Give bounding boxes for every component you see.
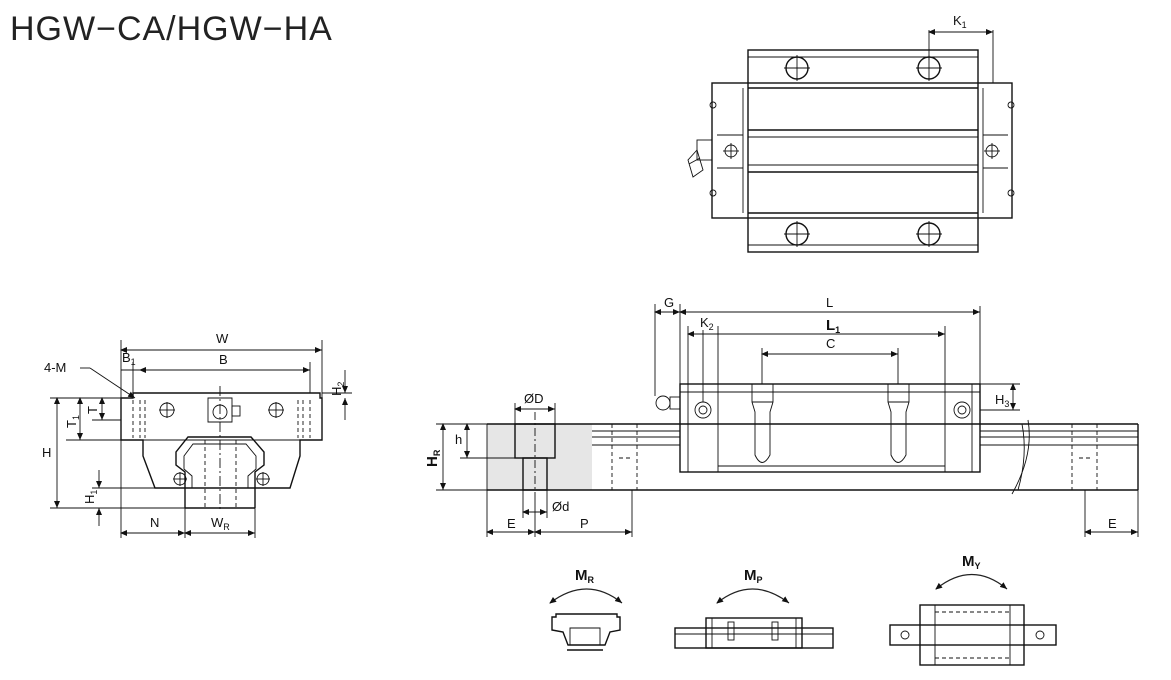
top-view: K1 (687, 13, 1015, 253)
label-h3: H3 (995, 392, 1009, 409)
label-h2: H2 (329, 382, 346, 396)
label-l: L (826, 295, 833, 310)
label-4m: 4-M (44, 360, 66, 375)
mounting-hole (916, 221, 942, 247)
label-phi-d-small: Ød (552, 499, 569, 514)
moment-mr-diagram: MR (549, 567, 623, 651)
label-hr: HR (424, 449, 442, 467)
label-w: W (216, 331, 229, 346)
moment-my-diagram: MY (889, 553, 1057, 666)
label-mp: MP (744, 567, 763, 585)
label-t1: T1 (64, 415, 81, 428)
label-k2: K2 (700, 315, 714, 332)
label-t: T (85, 406, 100, 414)
label-e: E (507, 516, 516, 531)
page-title: HGW−CA/HGW−HA (10, 10, 333, 48)
label-e-right: E (1108, 516, 1117, 531)
label-h-small: h (455, 432, 462, 447)
label-l1: L1 (826, 317, 840, 335)
label-k1: K1 (953, 13, 967, 30)
label-c: C (826, 336, 835, 351)
label-phi-d-large: ØD (524, 391, 544, 406)
label-wr: WR (211, 515, 230, 532)
mounting-hole (784, 221, 810, 247)
moment-mp-diagram: MP (674, 567, 834, 649)
end-view: W B B1 4-M H T1 T H1 H2 (42, 331, 352, 538)
label-my: MY (962, 553, 981, 571)
grease-nipple-icon (655, 395, 681, 411)
label-h1: H1 (82, 490, 99, 504)
label-p: P (580, 516, 589, 531)
label-b: B (219, 352, 228, 367)
label-h: H (42, 445, 51, 460)
grease-nipple-icon (687, 139, 713, 178)
label-b1: B1 (122, 350, 136, 367)
side-view: G L L1 K2 C H3 ØD Ød (424, 295, 1139, 537)
label-n: N (150, 515, 159, 530)
rail-section-shading (487, 424, 592, 490)
label-mr: MR (575, 567, 595, 585)
mounting-hole (784, 55, 810, 81)
label-g: G (664, 295, 674, 310)
